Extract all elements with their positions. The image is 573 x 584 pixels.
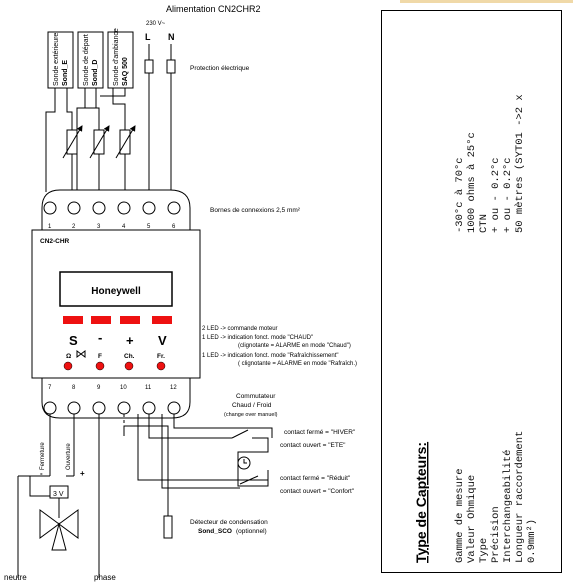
commutateur-note: (change over manuel) xyxy=(224,412,278,418)
sensor-boxes xyxy=(47,31,134,89)
led-label-ch: Ch. xyxy=(124,353,135,360)
capteur-label-3: Type xyxy=(478,538,490,563)
device-display xyxy=(59,271,173,307)
capteurs-title: Type de Capteurs: xyxy=(413,442,429,563)
led-label-omega: Ω xyxy=(66,353,71,360)
phase-L-label: L xyxy=(145,32,151,42)
valve-fermeture: Fermeture xyxy=(40,442,46,470)
sensor-ambiance-code: SAQ 500 xyxy=(122,57,129,86)
button-minus[interactable]: - xyxy=(98,330,102,345)
neutre-label: neutre xyxy=(4,573,27,582)
top-accent-line xyxy=(400,0,573,3)
valve-actuator xyxy=(17,475,79,578)
terminal-6: 6 xyxy=(172,224,176,230)
sensor-depart-code: Sond_D xyxy=(92,60,99,86)
terminal-3: 3 xyxy=(97,224,101,230)
led-label-fr: Fr. xyxy=(157,353,165,360)
top-terminal-screws xyxy=(43,201,181,215)
detector-note: (optionnel) xyxy=(236,528,267,535)
sensor-ext-label: Sonde extérieure xyxy=(53,33,60,86)
phase-label: phase xyxy=(94,573,116,582)
terminal-12: 12 xyxy=(170,385,177,391)
sensor-depart-label: Sonde de départ xyxy=(83,34,90,86)
device-buttons xyxy=(63,316,172,324)
device-leds xyxy=(63,361,166,371)
capteur-label-6: Longueur raccordement xyxy=(514,431,526,563)
contact-confort: contact ouvert = "Confort" xyxy=(280,488,355,495)
device-brand: Honeywell xyxy=(91,286,141,297)
valve-ouverture: Ouverture xyxy=(66,443,72,470)
terminal-2: 2 xyxy=(72,224,76,230)
condensation-detector xyxy=(163,515,173,539)
capteur-label-4: Précision xyxy=(490,506,502,563)
protection-label: Protection électrique xyxy=(190,65,250,72)
valve-minus: - xyxy=(40,469,43,478)
contact-ete: contact ouvert = "ETE" xyxy=(280,442,346,449)
clock-hands-icon xyxy=(243,459,247,464)
led-note-4: 1 LED -> indication fonct. mode "Rafraîc… xyxy=(202,353,339,359)
capteur-value-6: 50 mètres (SYT01 ->2 x xyxy=(514,94,526,233)
led-note-1: 2 LED -> commande moteur xyxy=(202,326,278,332)
bottom-terminal-screws xyxy=(43,401,181,415)
bornes-label: Bornes de connexions 2,5 mm² xyxy=(210,207,301,214)
led-note-5: ( clignotante = ALARME en mode "Rafraîch… xyxy=(238,361,357,367)
valve-label: 3 V xyxy=(53,491,64,498)
terminal-11: 11 xyxy=(145,385,152,391)
button-V[interactable]: V xyxy=(158,333,167,348)
contact-hiver: contact fermé = "HIVER" xyxy=(284,429,356,436)
capteur-value-3: CTN xyxy=(478,214,490,233)
capteur-value-5: + ou - 0.2°c xyxy=(502,157,514,233)
capteur-label-1: Gamme de mesure xyxy=(454,468,466,563)
terminal-7: 7 xyxy=(48,385,52,391)
capteurs-text: Type de Capteurs: Gamme de mesure Valeur… xyxy=(413,94,538,563)
valve-symbol-icon xyxy=(76,350,86,358)
supply-wires xyxy=(144,44,176,192)
commutateur-subtitle: Chaud / Froid xyxy=(232,402,272,409)
wiring-diagram: Alimentation CN2CHR2 230 V~ L N Protecti… xyxy=(4,4,357,582)
detector-label: Détecteur de condensation xyxy=(190,519,268,526)
bottom-wiring xyxy=(49,414,273,578)
terminal-1: 1 xyxy=(48,224,52,230)
diagram-title: Alimentation CN2CHR2 xyxy=(166,4,261,14)
supply-voltage: 230 V~ xyxy=(146,21,166,27)
capteur-value-4: + ou - 0.2°c xyxy=(490,157,502,233)
led-label-F: F xyxy=(98,353,102,360)
capteur-label-5: Interchangeabilité xyxy=(502,450,514,563)
capteur-value-1: -30°c à 70°c xyxy=(454,157,466,233)
led-note-3: (clignotante = ALARME en mode "Chaud") xyxy=(238,343,351,349)
capteur-value-2: 1000 ohms à 25°c xyxy=(466,132,478,233)
terminal-4: 4 xyxy=(122,224,126,230)
capteurs-panel: Type de Capteurs: Gamme de mesure Valeur… xyxy=(381,10,562,573)
sensor-ext-code: Sond_E xyxy=(62,60,69,86)
sensor-wiring xyxy=(45,88,136,192)
led-note-2: 1 LED -> indication fonct. mode "CHAUD" xyxy=(202,335,313,341)
button-S[interactable]: S xyxy=(69,333,78,348)
terminal-8: 8 xyxy=(72,385,76,391)
capteur-label-2: Valeur Ohmique xyxy=(466,475,478,563)
device-model: CN2-CHR xyxy=(40,238,70,245)
commutateur-title: Commutateur xyxy=(236,393,276,400)
capteur-label-7: 0.9mm²) xyxy=(526,519,538,563)
button-plus[interactable]: + xyxy=(126,333,134,348)
valve-plus: + xyxy=(80,469,85,478)
terminal-9: 9 xyxy=(97,385,101,391)
sensor-ambiance-label: Sonde d'ambiance xyxy=(113,28,120,86)
terminal-5: 5 xyxy=(147,224,151,230)
terminal-10: 10 xyxy=(120,385,127,391)
neutral-N-label: N xyxy=(168,32,175,42)
contact-reduit: contact fermé = "Réduit" xyxy=(280,475,351,482)
detector-code: Sond_SCO xyxy=(198,528,232,535)
